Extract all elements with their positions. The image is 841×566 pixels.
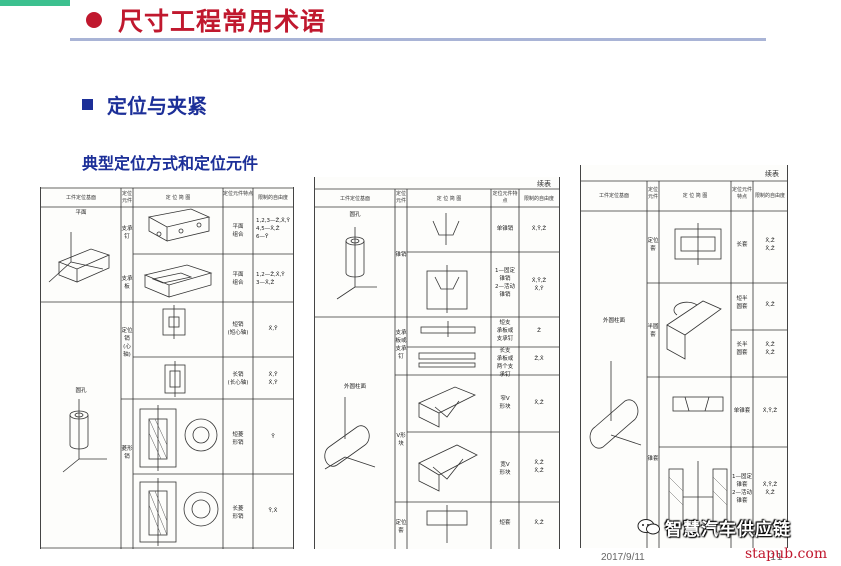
subheading-row: 定位与夹紧 [82,90,207,119]
table-3-element: 半圆套 [647,324,659,338]
table-1-header-sketch: 定 位 简 图 [165,195,191,201]
table-2-feature: 宽V 形块 [499,462,511,476]
table-2-feature: 短套 [499,520,511,526]
table-3-dof: X̄,Z̄ X̂,Ẑ [765,238,775,252]
site-watermark: stapub.com [745,546,828,562]
table-3-header-base: 工件定位基面 [598,193,629,199]
table-3-feature: 单锥套 [733,408,751,414]
table-3-header-sketch: 定 位 简 图 [682,193,708,199]
table-3-drawing [581,180,787,548]
table-2-dof: X̄,Z̄ [534,520,544,526]
table-3-element: 定位套 [647,238,659,252]
table-3-header-dof: 限制的自由度 [754,193,785,199]
table-2-feature: 短支 承板或 支承钉 [496,320,514,342]
title-row: 尺寸工程常用术语 [86,4,326,36]
table-2-header-dof: 限制的自由度 [523,196,554,202]
table-1-dof: 1,2—Z̄,X̂,Ŷ 3—X̄,Ẑ [256,272,285,286]
table-3-header-element: 定位元件 [647,187,658,200]
table-1-dof: X̄,Ȳ X̂,Ŷ [268,372,278,386]
watermark-text: 智慧汽车供应链 [665,520,791,540]
table-1-element: 菱形销 [121,446,133,460]
title-bullet [86,12,102,28]
table-1-element: 支承钉 [121,226,133,240]
table-3-header-feature: 定位元件特点 [731,187,752,200]
table-1-header-base: 工件定位基面 [65,195,96,201]
table-3-dof: X̄,Z̄ [765,302,775,308]
table-2-dof: X̄,Z̄ [534,400,544,406]
table-2-header-base: 工件定位基面 [339,196,370,202]
table-3-continued: 续表 [765,170,779,178]
table-2-continued: 续表 [537,180,551,188]
table-1-element: 定位销 (心轴) [121,328,133,358]
table-2-element: V形块 [396,433,406,447]
table-1-feature: 短销 (短心轴) [227,322,249,336]
table-3-feature: 长套 [736,242,748,248]
table-1-drawing [41,187,293,549]
table-2-drawing [315,188,559,549]
table-2-element: 定位套 [395,520,407,534]
table-1-feature: 平面 组合 [232,224,244,238]
slide-title: 尺寸工程常用术语 [118,7,327,36]
subheading-bullet [82,99,93,110]
table-1-dof: X̄,Ȳ [268,326,278,332]
caption: 典型定位方式和定位元件 [82,154,259,173]
subheading: 定位与夹紧 [107,94,207,118]
table-1-element: 支承板 [121,276,133,290]
table-2-dof: X̄,Ȳ,Z̄ [531,226,547,232]
table-2-base: 外圆柱面 [343,384,366,390]
table-2-feature: 长支 承板或 两个支 承钉 [496,348,514,378]
table-3-feature: 长半 圆套 [736,342,748,356]
table-1-header-feature: 定位元件特点 [223,191,254,197]
table-2-feature: 窄V 形块 [499,396,511,410]
table-1-feature: 长菱 形销 [232,506,244,520]
table-3-feature: 1—固定 锥套 2—活动 锥套 [732,474,752,504]
table-2-dof: X̄,Z̄ X̂,Ẑ [534,460,544,474]
table-3-dof: X̄,Ȳ,Z̄ X̂,Ẑ [762,482,778,496]
table-2-base: 圆孔 [349,212,361,218]
table-3-base: 外圆柱面 [602,318,625,324]
page-number: 11 [770,552,783,563]
table-1-base: 圆孔 [75,388,87,394]
positioning-table-2: 续表 [314,177,560,549]
table-2-element: 锥销 [395,252,407,258]
table-2-dof: Z̄,X̂ [534,356,544,362]
table-3-element: 锥套 [647,456,659,462]
positioning-table-1: 工件定位基面 定位元件 定 位 简 图 定位元件特点 限制的自由度 平面 支承钉… [40,187,294,549]
table-2-element: 支承板或 支承钉 [395,330,407,360]
table-1-feature: 长销 (长心轴) [227,372,249,386]
table-2-dof: Z̄ [537,328,541,334]
table-3-dof: X̄,Z̄ X̂,Ẑ [765,342,775,356]
table-1-header-element: 定位元件 [121,191,132,204]
table-1-header-dof: 限制的自由度 [257,195,288,201]
table-1-base: 平面 [75,210,87,216]
table-3-dof: X̄,Ȳ,Z̄ [762,408,778,414]
footer-date: 2017/9/11 [601,552,645,563]
table-1-feature: 平面 组合 [232,272,244,286]
table-2-header-element: 定位元件 [395,191,406,204]
table-1-dof: Ȳ [271,434,275,440]
table-1-dof: 1,2,3—Z̄,X̂,Ŷ 4,5—X̄,Ẑ 6—Ȳ [256,218,290,240]
wechat-icon [637,519,660,535]
title-divider [70,38,766,41]
table-2-header-feature: 定位元件特点 [492,191,518,204]
table-2-feature: 单锥销 [496,226,514,232]
table-2-dof: X̄,Ȳ,Z̄ X̂,Ŷ [531,278,547,292]
table-1-feature: 短菱 形销 [232,432,244,446]
table-2-feature: 1—固定 锥销 2—活动 锥销 [495,268,515,298]
table-3-feature: 短半 圆套 [736,296,748,310]
table-2-header-sketch: 定 位 简 图 [436,196,462,202]
positioning-table-3: 续表 [580,165,788,548]
corner-accent [0,0,70,6]
table-1-dof: Ȳ,X̂ [268,508,278,514]
